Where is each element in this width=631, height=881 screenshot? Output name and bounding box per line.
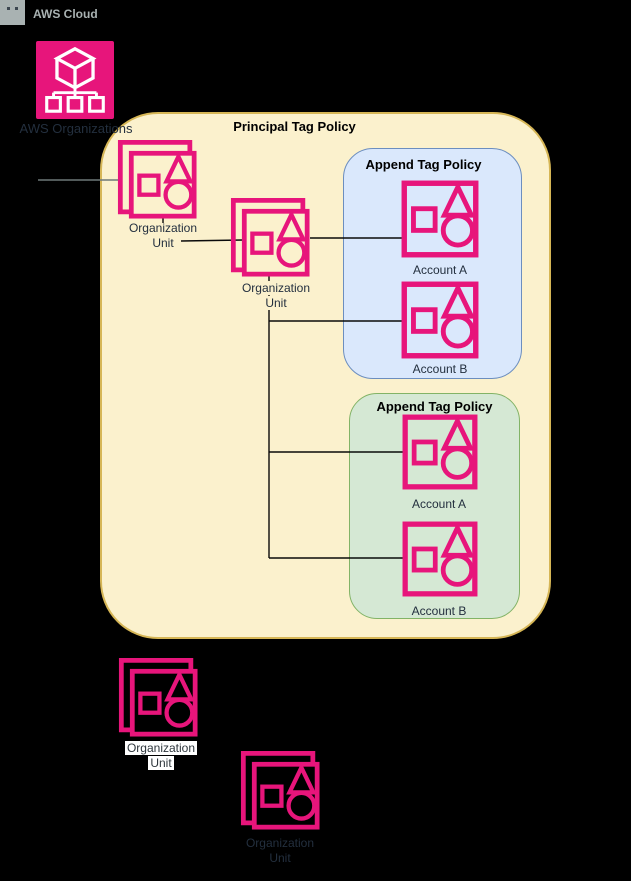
- account-a-label: Account A: [411, 497, 467, 511]
- cloud-icon-dot: [15, 7, 18, 10]
- aws-organizations-label: AWS Organizations: [19, 121, 133, 136]
- account-icon: [402, 521, 478, 597]
- organization-unit-icon: [240, 750, 320, 830]
- organization-unit-icon: [117, 139, 197, 219]
- append-tag-policy-group-blue: [343, 148, 522, 379]
- append-tag-policy-title-blue: Append Tag Policy: [365, 157, 482, 172]
- aws-cloud-label: AWS Cloud: [33, 7, 98, 21]
- account-b-label: Account B: [411, 604, 467, 618]
- organization-unit-icon: [230, 197, 310, 277]
- aws-organizations-icon: [36, 41, 114, 119]
- account-a-label: Account A: [412, 263, 468, 277]
- aws-cloud-icon: [0, 0, 25, 25]
- append-tag-policy-title-green: Append Tag Policy: [376, 399, 493, 414]
- organization-unit-label: Organization Unit: [245, 836, 315, 865]
- organization-unit-label: Organization Unit: [124, 741, 198, 770]
- principal-tag-policy-title: Principal Tag Policy: [233, 119, 356, 134]
- organization-unit-label: Organization Unit: [239, 281, 313, 310]
- account-b-label: Account B: [412, 362, 468, 376]
- account-icon: [402, 414, 478, 490]
- cloud-icon-dot: [7, 7, 10, 10]
- organization-unit-label: Organization Unit: [128, 221, 198, 250]
- account-icon: [401, 281, 479, 359]
- organization-unit-icon: [118, 657, 198, 737]
- append-tag-policy-group-green: [349, 393, 520, 619]
- account-icon: [401, 180, 479, 258]
